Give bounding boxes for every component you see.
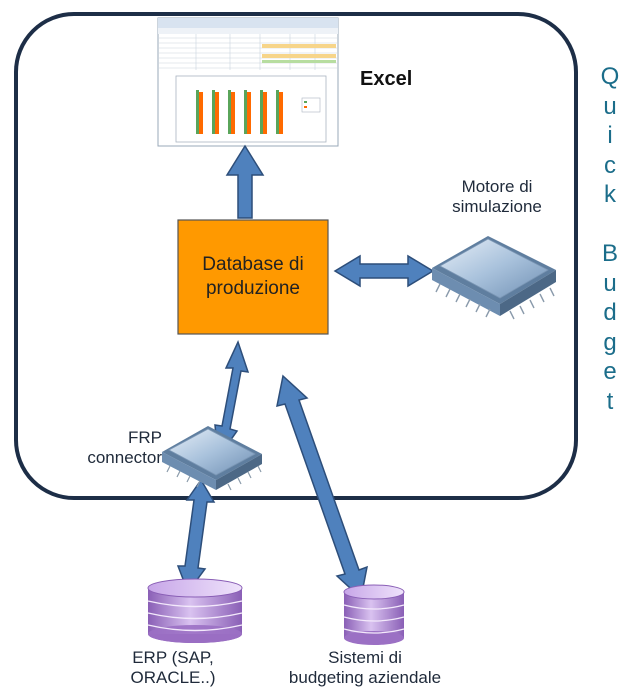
excel-label: Excel [360, 68, 413, 90]
motore-line1: Motore di [461, 177, 533, 196]
motore-line2: simulazione [452, 196, 542, 216]
side-title-letter: t [606, 387, 614, 415]
erp-line2: ORACLE..) [130, 667, 216, 687]
quick-budget-vertical-title: Q u i c k B u d g e t [585, 62, 635, 416]
database-line2: produzione [205, 278, 301, 299]
database-cylinder-icon [147, 578, 243, 643]
sistemi-line1: Sistemi di [328, 648, 402, 667]
arrow-budgeting-db [276, 374, 368, 600]
sistemi-line2: budgeting aziendale [288, 667, 442, 687]
sistemi-budgeting-label: Sistemi di budgeting aziendale [262, 648, 468, 687]
side-title-letter: B [601, 240, 618, 267]
side-title-letter: k [604, 181, 616, 208]
chip-icon [162, 426, 262, 491]
side-title-letter: i [607, 122, 613, 149]
frp-connector-label: FRP connector [52, 428, 162, 467]
system-frame [14, 12, 578, 500]
database-produzione-label: Database di produzione [178, 220, 328, 334]
erp-line1: ERP (SAP, [132, 648, 214, 667]
side-title-letter: d [603, 299, 617, 326]
database-cylinder-icon [343, 584, 405, 645]
motore-simulazione-label: Motore di simulazione [432, 177, 562, 216]
database-produzione-box [177, 219, 329, 335]
arrow-db-motore [333, 254, 435, 288]
side-title-letter: c [604, 151, 616, 179]
excel-screenshot-icon [157, 17, 339, 147]
frp-line2: connector [87, 447, 162, 467]
side-title-letter: g [603, 328, 617, 356]
side-title-letter: u [603, 269, 617, 297]
side-title-letter: Q [600, 63, 620, 90]
chip-icon [432, 236, 556, 320]
side-title-letter: e [603, 358, 617, 385]
arrow-db-to-excel [225, 144, 265, 219]
erp-label: ERP (SAP, ORACLE..) [88, 648, 258, 687]
frp-line1: FRP [128, 428, 162, 447]
database-line1: Database di [202, 254, 304, 276]
side-title-letter: u [603, 92, 617, 120]
